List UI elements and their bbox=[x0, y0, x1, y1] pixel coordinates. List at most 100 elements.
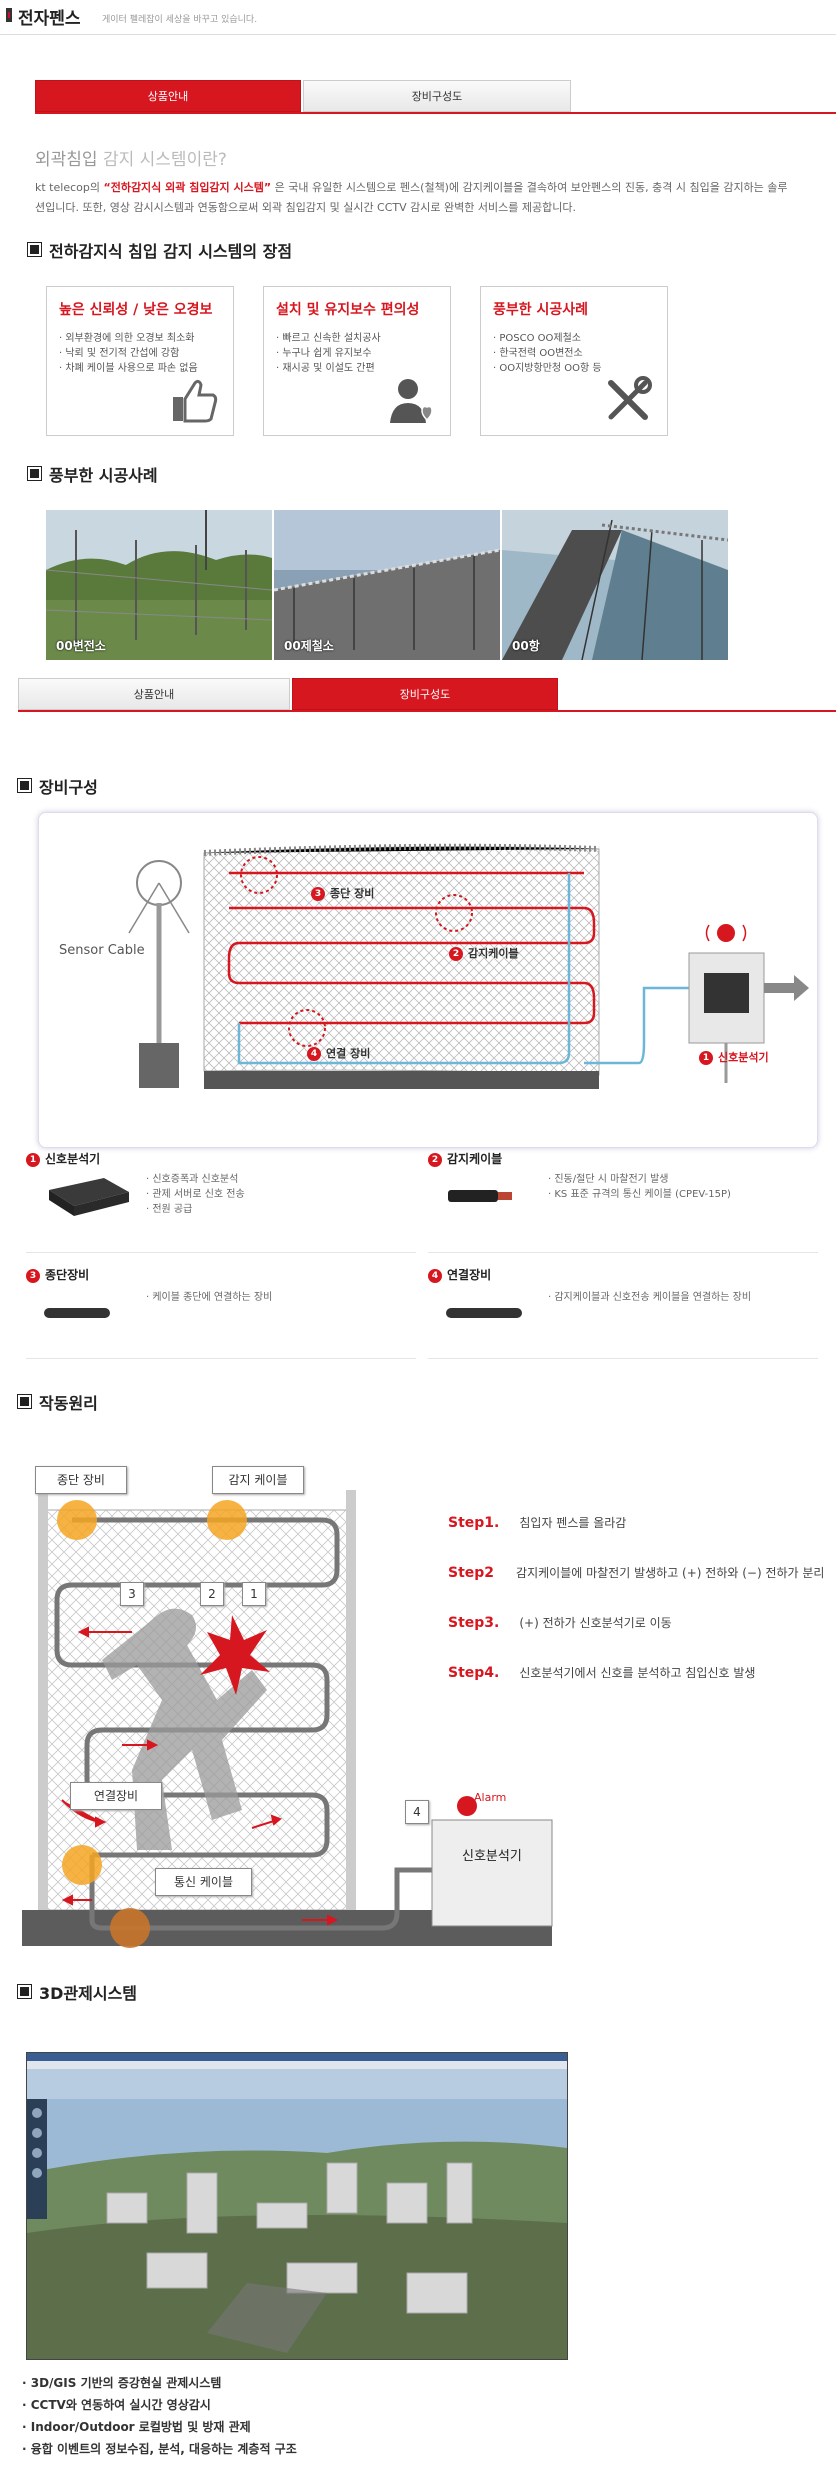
terminal-device-image bbox=[44, 1308, 110, 1318]
step-label: Step4. bbox=[448, 1665, 500, 1681]
tab-product-info[interactable]: 상품안내 bbox=[18, 678, 290, 710]
step-row: Step4.신호분석기에서 신호를 분석하고 침입신호 발생 bbox=[448, 1662, 755, 1681]
divider bbox=[26, 1358, 416, 1359]
card-list: · 빠르고 신속한 설치공사 · 누구나 쉽게 유지보수 · 재시공 및 이설도… bbox=[276, 331, 381, 376]
intro-text-prefix: kt telecop의 bbox=[35, 181, 104, 194]
card-title: 설치 및 유지보수 편의성 bbox=[276, 302, 420, 318]
connector-label: 연결장비 bbox=[70, 1782, 162, 1810]
control-title: 3D관제시스템 bbox=[17, 1980, 138, 2004]
step-text: 침입자 펜스를 올라감 bbox=[519, 1516, 627, 1530]
component-list: · 케이블 종단에 연결하는 장비 bbox=[146, 1290, 272, 1305]
diagram-label-analyzer: 1 신호분석기 bbox=[699, 1049, 769, 1065]
card-title: 높은 신뢰성 / 낮은 오경보 bbox=[59, 302, 213, 318]
step-row: Step1.침입자 펜스를 올라감 bbox=[448, 1512, 626, 1531]
card-list: · POSCO OO제철소 · 한국전력 OO변전소 · OO지방항만청 OO항… bbox=[493, 331, 602, 376]
operation-title-text: 작동원리 bbox=[39, 1394, 98, 1413]
equipment-title-text: 장비구성 bbox=[39, 778, 98, 797]
component-title: 4 연결장비 bbox=[428, 1266, 491, 1283]
component-item: · 관제 서버로 신호 전송 bbox=[146, 1189, 245, 1200]
cases-title-text: 풍부한 시공사례 bbox=[49, 466, 158, 485]
component-title-text: 연결장비 bbox=[447, 1268, 492, 1282]
step-text: (+) 전하가 신호분석기로 이동 bbox=[519, 1616, 672, 1630]
port-image bbox=[502, 510, 728, 660]
component-item: · 감지케이블과 신호전송 케이블을 연결하는 장비 bbox=[548, 1292, 752, 1303]
step-num-box: 2 bbox=[200, 1582, 224, 1606]
section-square-icon bbox=[17, 1394, 32, 1409]
diagram-label-text: 감지케이블 bbox=[468, 947, 519, 960]
advantage-card: 높은 신뢰성 / 낮은 오경보 · 외부환경에 의한 오경보 최소화 · 낙뢰 … bbox=[46, 286, 234, 436]
control-title-text: 3D관제시스템 bbox=[39, 1984, 138, 2003]
cases-title: 풍부한 시공사례 bbox=[27, 462, 158, 486]
operation-title: 작동원리 bbox=[17, 1390, 98, 1414]
intro-text: kt telecop의 “전하감지식 외곽 침입감지 시스템” 은 국내 유일한… bbox=[35, 178, 795, 218]
tab-underline bbox=[18, 710, 836, 712]
intro-text-highlight: “전하감지식 외곽 침입감지 시스템” bbox=[103, 181, 272, 194]
fence-diagram bbox=[128, 843, 809, 1089]
component-item: · 케이블 종단에 연결하는 장비 bbox=[146, 1292, 273, 1303]
control-bullet: · CCTV와 연동하여 실시간 영상감시 bbox=[22, 2398, 211, 2412]
card-item: · OO지방항만청 OO항 등 bbox=[493, 363, 602, 374]
tab-underline bbox=[35, 112, 836, 114]
sensor-cable-image bbox=[448, 1190, 512, 1202]
component-list: · 신호증폭과 신호분석 · 관제 서버로 신호 전송 · 전원 공급 bbox=[146, 1172, 245, 1217]
component-item: · 전원 공급 bbox=[146, 1204, 193, 1215]
section-square-icon bbox=[27, 242, 42, 257]
intro-title-main: 감지 시스템이란? bbox=[97, 150, 227, 170]
page-header bbox=[0, 0, 836, 35]
card-item: · POSCO OO제철소 bbox=[493, 333, 581, 344]
tab-equipment[interactable]: 장비구성도 bbox=[303, 80, 571, 112]
card-item: · 한국전력 OO변전소 bbox=[493, 348, 583, 359]
card-item: · 차폐 케이블 사용으로 파손 없음 bbox=[59, 363, 198, 374]
3d-control-screenshot bbox=[26, 2052, 568, 2360]
step-num-box: 3 bbox=[120, 1582, 144, 1606]
divider bbox=[428, 1252, 818, 1253]
bottom-tabbar: 상품안내 장비구성도 bbox=[18, 678, 836, 710]
intro-title: 외곽침입 감지 시스템이란? bbox=[35, 145, 227, 170]
component-item: · 진동/절단 시 마찰전기 발생 bbox=[548, 1174, 669, 1185]
alarm-label: Alarm bbox=[474, 1791, 507, 1804]
case-photo: 00항 bbox=[502, 510, 728, 660]
component-item: · 신호증폭과 신호분석 bbox=[146, 1174, 239, 1185]
thumbs-up-icon bbox=[173, 379, 218, 423]
divider bbox=[428, 1358, 818, 1359]
header-mark-icon bbox=[6, 8, 12, 22]
diagram-num-badge: 1 bbox=[699, 1051, 713, 1065]
tab-product-info[interactable]: 상품안내 bbox=[35, 80, 301, 112]
diagram-num-badge: 4 bbox=[307, 1047, 321, 1061]
diagram-label-text: 신호분석기 bbox=[718, 1051, 769, 1064]
card-item: · 빠르고 신속한 설치공사 bbox=[276, 333, 381, 344]
photo-caption: 00항 bbox=[512, 639, 540, 653]
control-bullet: · 융합 이벤트의 정보수집, 분석, 대응하는 계층적 구조 bbox=[22, 2442, 297, 2456]
equipment-title: 장비구성 bbox=[17, 774, 98, 798]
sensor-cable-label: Sensor Cable bbox=[59, 943, 145, 958]
card-item: · 누구나 쉽게 유지보수 bbox=[276, 348, 372, 359]
component-num-badge: 1 bbox=[26, 1153, 40, 1167]
advantages-title: 전하감지식 침입 감지 시스템의 장점 bbox=[27, 238, 292, 262]
photo-caption: 00제철소 bbox=[284, 639, 334, 653]
signal-analyzer-image bbox=[49, 1178, 129, 1216]
component-num-badge: 4 bbox=[428, 1269, 442, 1283]
component-item: · KS 표준 규격의 통신 케이블 (CPEV-15P) bbox=[548, 1189, 731, 1200]
tab-equipment[interactable]: 장비구성도 bbox=[292, 678, 558, 710]
component-list: · 진동/절단 시 마찰전기 발생 · KS 표준 규격의 통신 케이블 (CP… bbox=[548, 1172, 731, 1202]
divider bbox=[26, 1252, 416, 1253]
advantage-card: 설치 및 유지보수 편의성 · 빠르고 신속한 설치공사 · 누구나 쉽게 유지… bbox=[263, 286, 451, 436]
substation-image bbox=[46, 510, 272, 660]
component-title-text: 종단장비 bbox=[45, 1268, 90, 1282]
component-title-text: 감지케이블 bbox=[447, 1152, 503, 1166]
step-text: 감지케이블에 마찰전기 발생하고 (+) 전하와 (−) 전하가 분리 bbox=[516, 1566, 825, 1580]
section-square-icon bbox=[17, 778, 32, 793]
section-square-icon bbox=[27, 466, 42, 481]
card-item: · 외부환경에 의한 오경보 최소화 bbox=[59, 333, 195, 344]
card-item: · 재시공 및 이설도 간편 bbox=[276, 363, 375, 374]
operation-diagram bbox=[22, 1490, 553, 1948]
top-tabbar: 상품안내 장비구성도 bbox=[35, 80, 836, 112]
section-square-icon bbox=[17, 1984, 32, 1999]
step-label: Step3. bbox=[448, 1615, 500, 1631]
case-photo: 00제철소 bbox=[274, 510, 500, 660]
card-list: · 외부환경에 의한 오경보 최소화 · 낙뢰 및 전기적 간섭에 강함 · 차… bbox=[59, 331, 198, 376]
